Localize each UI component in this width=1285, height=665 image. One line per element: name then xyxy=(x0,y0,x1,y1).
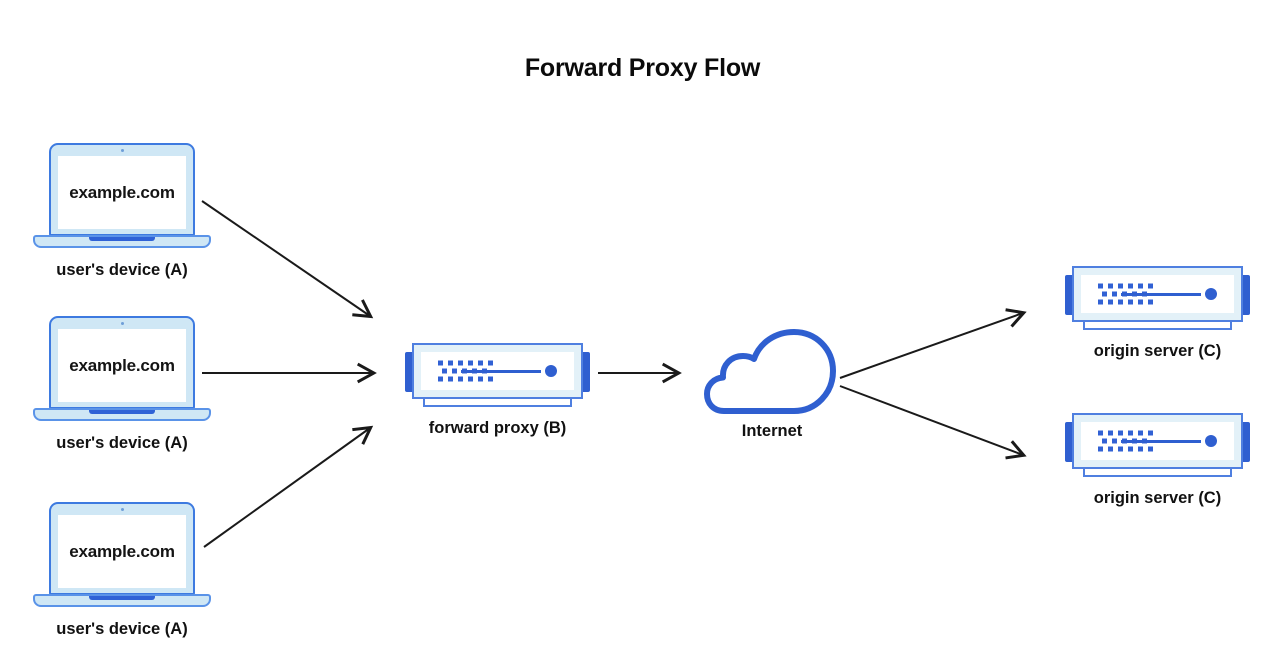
laptop-base xyxy=(33,594,211,607)
server-body xyxy=(412,343,583,399)
server-led-icon xyxy=(545,365,557,377)
laptop-lid: example.com xyxy=(49,502,195,595)
server-shelf xyxy=(423,399,572,407)
laptop-base xyxy=(33,408,211,421)
laptop-icon: example.com xyxy=(33,502,211,610)
laptop-notch xyxy=(89,596,155,600)
laptop-lid: example.com xyxy=(49,316,195,409)
server-shelf xyxy=(1083,322,1232,330)
arrow-internet-to-origin-top xyxy=(839,308,1027,379)
screen-url-text: example.com xyxy=(69,355,175,375)
server-status-line xyxy=(461,370,541,373)
laptop-icon: example.com xyxy=(33,316,211,424)
laptop-screen: example.com xyxy=(58,329,186,402)
node-internet[interactable]: Internet xyxy=(704,327,840,440)
node-origin-server-bottom[interactable]: origin server (C) xyxy=(1065,413,1250,507)
arrow-client-bottom-to-proxy xyxy=(203,425,374,548)
node-forward-proxy[interactable]: forward proxy (B) xyxy=(405,343,590,437)
camera-dot-icon xyxy=(120,322,124,325)
server-icon xyxy=(405,343,590,409)
server-status-line xyxy=(1121,440,1201,443)
server-led-icon xyxy=(1205,288,1217,300)
laptop-base xyxy=(33,235,211,248)
node-label-user-device-bottom: user's device (A) xyxy=(56,620,188,638)
laptop-icon: example.com xyxy=(33,143,211,251)
screen-url-text: example.com xyxy=(69,182,175,202)
server-body xyxy=(1072,266,1243,322)
server-face xyxy=(1081,275,1234,313)
arrow-client-top-to-proxy xyxy=(201,200,374,319)
server-shelf xyxy=(1083,469,1232,477)
screen-url-text: example.com xyxy=(69,541,175,561)
server-icon xyxy=(1065,266,1250,332)
laptop-lid: example.com xyxy=(49,143,195,236)
arrow-internet-to-origin-bottom xyxy=(839,385,1027,460)
server-body xyxy=(1072,413,1243,469)
node-origin-server-top[interactable]: origin server (C) xyxy=(1065,266,1250,360)
page-title: Forward Proxy Flow xyxy=(524,54,761,82)
server-icon xyxy=(1065,413,1250,479)
server-led-icon xyxy=(1205,435,1217,447)
node-user-device-top[interactable]: example.com user's device (A) xyxy=(33,143,211,279)
camera-dot-icon xyxy=(120,508,124,511)
node-label-origin-server-top: origin server (C) xyxy=(1093,342,1222,360)
laptop-notch xyxy=(89,237,155,241)
laptop-screen: example.com xyxy=(58,156,186,229)
laptop-screen: example.com xyxy=(58,515,186,588)
camera-dot-icon xyxy=(120,149,124,152)
server-status-line xyxy=(1121,293,1201,296)
node-label-forward-proxy: forward proxy (B) xyxy=(428,419,567,437)
node-user-device-bottom[interactable]: example.com user's device (A) xyxy=(33,502,211,638)
laptop-notch xyxy=(89,410,155,414)
cloud-icon xyxy=(704,327,840,419)
node-label-user-device-top: user's device (A) xyxy=(56,261,188,279)
node-label-origin-server-bottom: origin server (C) xyxy=(1093,489,1222,507)
node-label-user-device-middle: user's device (A) xyxy=(56,434,188,452)
server-face xyxy=(1081,422,1234,460)
node-label-internet: Internet xyxy=(741,422,803,440)
node-user-device-middle[interactable]: example.com user's device (A) xyxy=(33,316,211,452)
server-face xyxy=(421,352,574,390)
